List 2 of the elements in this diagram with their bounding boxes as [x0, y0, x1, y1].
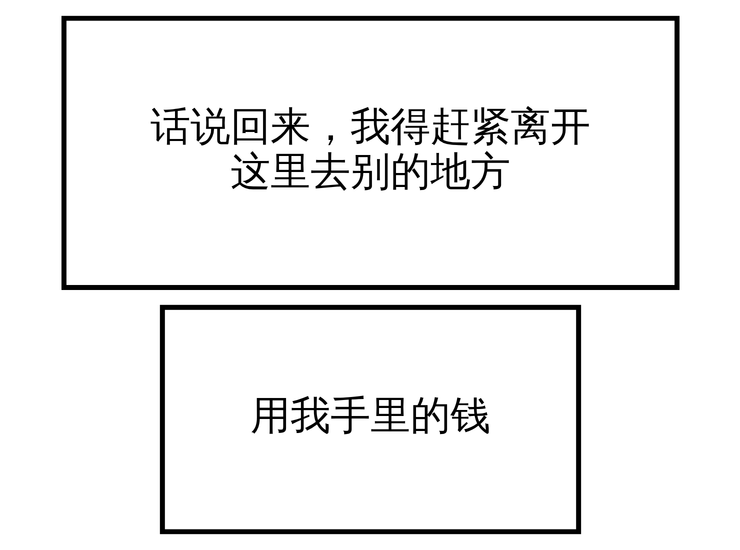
node-box: 话说回来，我得赶紧离开这里去别的地方	[60, 16, 680, 290]
node-box: 用我手里的钱	[159, 304, 581, 534]
